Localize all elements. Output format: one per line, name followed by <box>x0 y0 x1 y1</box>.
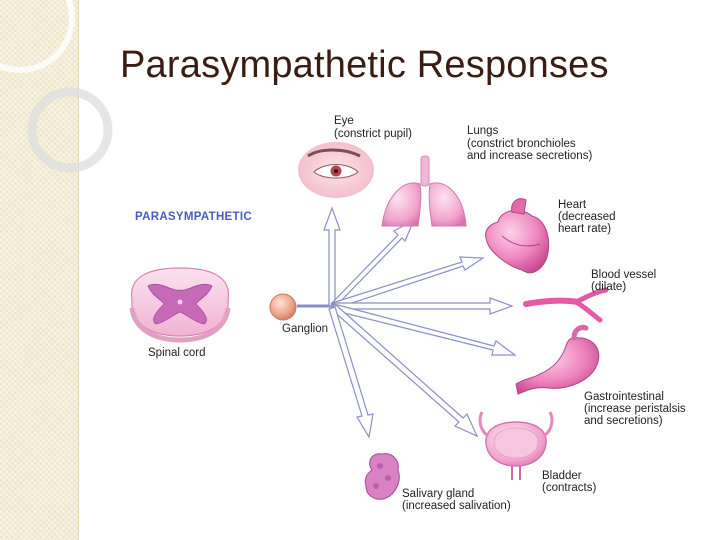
bladder-name: Bladder <box>542 470 582 482</box>
stomach <box>515 337 600 395</box>
lungs-name: Lungs <box>467 125 499 137</box>
central-canal <box>177 299 183 305</box>
blood-vessel-effect: (dilate) <box>591 281 626 293</box>
ganglion-label: Ganglion <box>282 323 328 335</box>
eye-effect: (constrict pupil) <box>334 128 412 140</box>
spinal-cord-base <box>129 307 231 343</box>
gastrointestinal-name: Gastrointestinal <box>584 391 664 403</box>
arrow-to-blood-vessel <box>332 297 514 315</box>
ganglion-illustration <box>269 293 297 321</box>
heart-body <box>485 209 550 274</box>
decorative-ring-middle <box>27 87 113 173</box>
eye-illustration <box>298 142 374 198</box>
lungs-effect-line2: and increase secretions) <box>467 150 592 162</box>
lungs-illustration <box>381 155 467 227</box>
right-lung <box>428 182 467 227</box>
left-lung <box>381 182 422 227</box>
arrow-to-heart <box>331 256 485 310</box>
vessel-branch-down <box>573 299 603 323</box>
system-label: PARASYMPATHETIC <box>135 211 252 223</box>
salivary-gland-name: Salivary gland <box>402 488 474 500</box>
salivary-lobule <box>373 483 379 489</box>
heart-vessel-line <box>501 235 541 247</box>
arrow-to-eye <box>323 206 341 307</box>
gastrointestinal-effect-line2: and secretions) <box>584 415 663 427</box>
arrow-to-salivary-gland <box>328 306 374 439</box>
arrow-to-lungs <box>330 218 416 308</box>
spinal-cord-illustration <box>129 267 231 343</box>
trachea <box>420 155 430 187</box>
bladder-inner <box>493 427 539 459</box>
urethra <box>511 466 521 480</box>
eye-name: Eye <box>334 115 354 127</box>
gastrointestinal-effect-line1: (increase peristalsis <box>584 403 686 415</box>
decorative-ring-top <box>0 0 75 73</box>
heart-illustration <box>485 198 550 274</box>
blood-vessel-illustration <box>523 287 609 323</box>
salivary-gland-body <box>364 453 400 500</box>
bladder-effect: (contracts) <box>542 482 596 494</box>
arrow-to-bladder <box>330 304 479 438</box>
gastrointestinal-illustration <box>515 325 600 395</box>
salivary-lobule <box>385 475 391 481</box>
heart-name: Heart <box>558 199 587 211</box>
eyebrow <box>307 148 361 158</box>
bladder-illustration <box>478 411 554 480</box>
pupil <box>334 169 338 173</box>
ureter-left <box>478 411 489 438</box>
arrows-group <box>297 206 517 439</box>
esophagus <box>571 325 589 341</box>
slide-title: Parasympathetic Responses <box>120 44 609 86</box>
aorta <box>511 198 527 215</box>
salivary-lobule <box>377 463 383 469</box>
salivary-gland-illustration <box>364 453 400 500</box>
vessel-branch-up <box>573 287 609 305</box>
heart-effect-line1: (decreased <box>558 211 616 223</box>
arrow-to-gastrointestinal <box>331 303 517 356</box>
lungs-effect-line1: (constrict bronchioles <box>467 138 576 150</box>
heart-effect-line2: heart rate) <box>558 223 611 235</box>
vessel-trunk <box>523 297 581 307</box>
salivary-gland-effect: (increased salivation) <box>402 500 511 512</box>
spinal-cord-label: Spinal cord <box>148 347 206 359</box>
decorative-rings <box>0 0 113 173</box>
ureter-right <box>543 411 554 438</box>
blood-vessel-name: Blood vessel <box>591 269 656 281</box>
